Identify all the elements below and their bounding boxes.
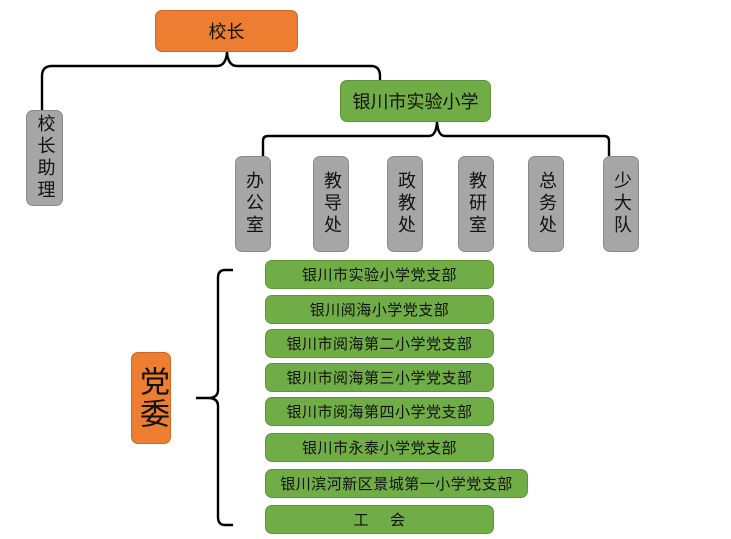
branch-label: 银川市阅海第三小学党支部 [286,369,473,387]
labor-union-box[interactable]: 工 会 [265,505,494,534]
assistant-label: 校长助理 [34,114,56,202]
party-brace [196,268,233,527]
branch-label: 银川市实验小学党支部 [301,266,457,284]
department-label: 总务处 [536,171,557,237]
school-brace [261,121,611,156]
department-young-pioneers[interactable]: 少大队 [603,156,639,252]
department-office[interactable]: 办公室 [235,156,271,252]
branch-item[interactable]: 银川市阅海第三小学党支部 [265,363,494,392]
department-label: 教导处 [321,171,342,237]
party-committee-label: 党委 [134,366,169,430]
school-box[interactable]: 银川市实验小学 [340,80,491,122]
department-general-affairs[interactable]: 总务处 [528,156,564,252]
branch-label: 银川滨河新区景城第一小学党支部 [280,475,513,493]
party-committee-box[interactable]: 党委 [131,352,171,444]
department-academic-affairs[interactable]: 教导处 [313,156,349,252]
branch-label: 银川市阅海第四小学党支部 [286,403,473,421]
branch-item[interactable]: 银川市阅海第四小学党支部 [265,397,494,426]
branch-item[interactable]: 银川市实验小学党支部 [265,260,494,289]
branch-item[interactable]: 银川滨河新区景城第一小学党支部 [265,469,528,498]
department-teaching-research[interactable]: 教研室 [458,156,494,252]
principal-brace [40,51,382,110]
branch-item[interactable]: 银川阅海小学党支部 [265,295,494,324]
principal-box[interactable]: 校长 [155,10,298,52]
branch-label: 工 会 [353,511,406,529]
principal-label: 校长 [208,22,245,43]
branch-label: 银川市阅海第二小学党支部 [286,335,473,353]
branch-label: 银川市永泰小学党支部 [301,439,457,457]
branch-item[interactable]: 银川市阅海第二小学党支部 [265,329,494,358]
assistant-box[interactable]: 校长助理 [26,110,63,206]
department-label: 政教处 [395,171,416,237]
department-label: 教研室 [466,171,487,237]
school-label: 银川市实验小学 [352,92,479,113]
department-label: 办公室 [243,171,264,237]
department-moral-education[interactable]: 政教处 [387,156,423,252]
branch-item[interactable]: 银川市永泰小学党支部 [265,433,494,462]
branch-label: 银川阅海小学党支部 [309,301,450,319]
department-label: 少大队 [611,171,632,237]
